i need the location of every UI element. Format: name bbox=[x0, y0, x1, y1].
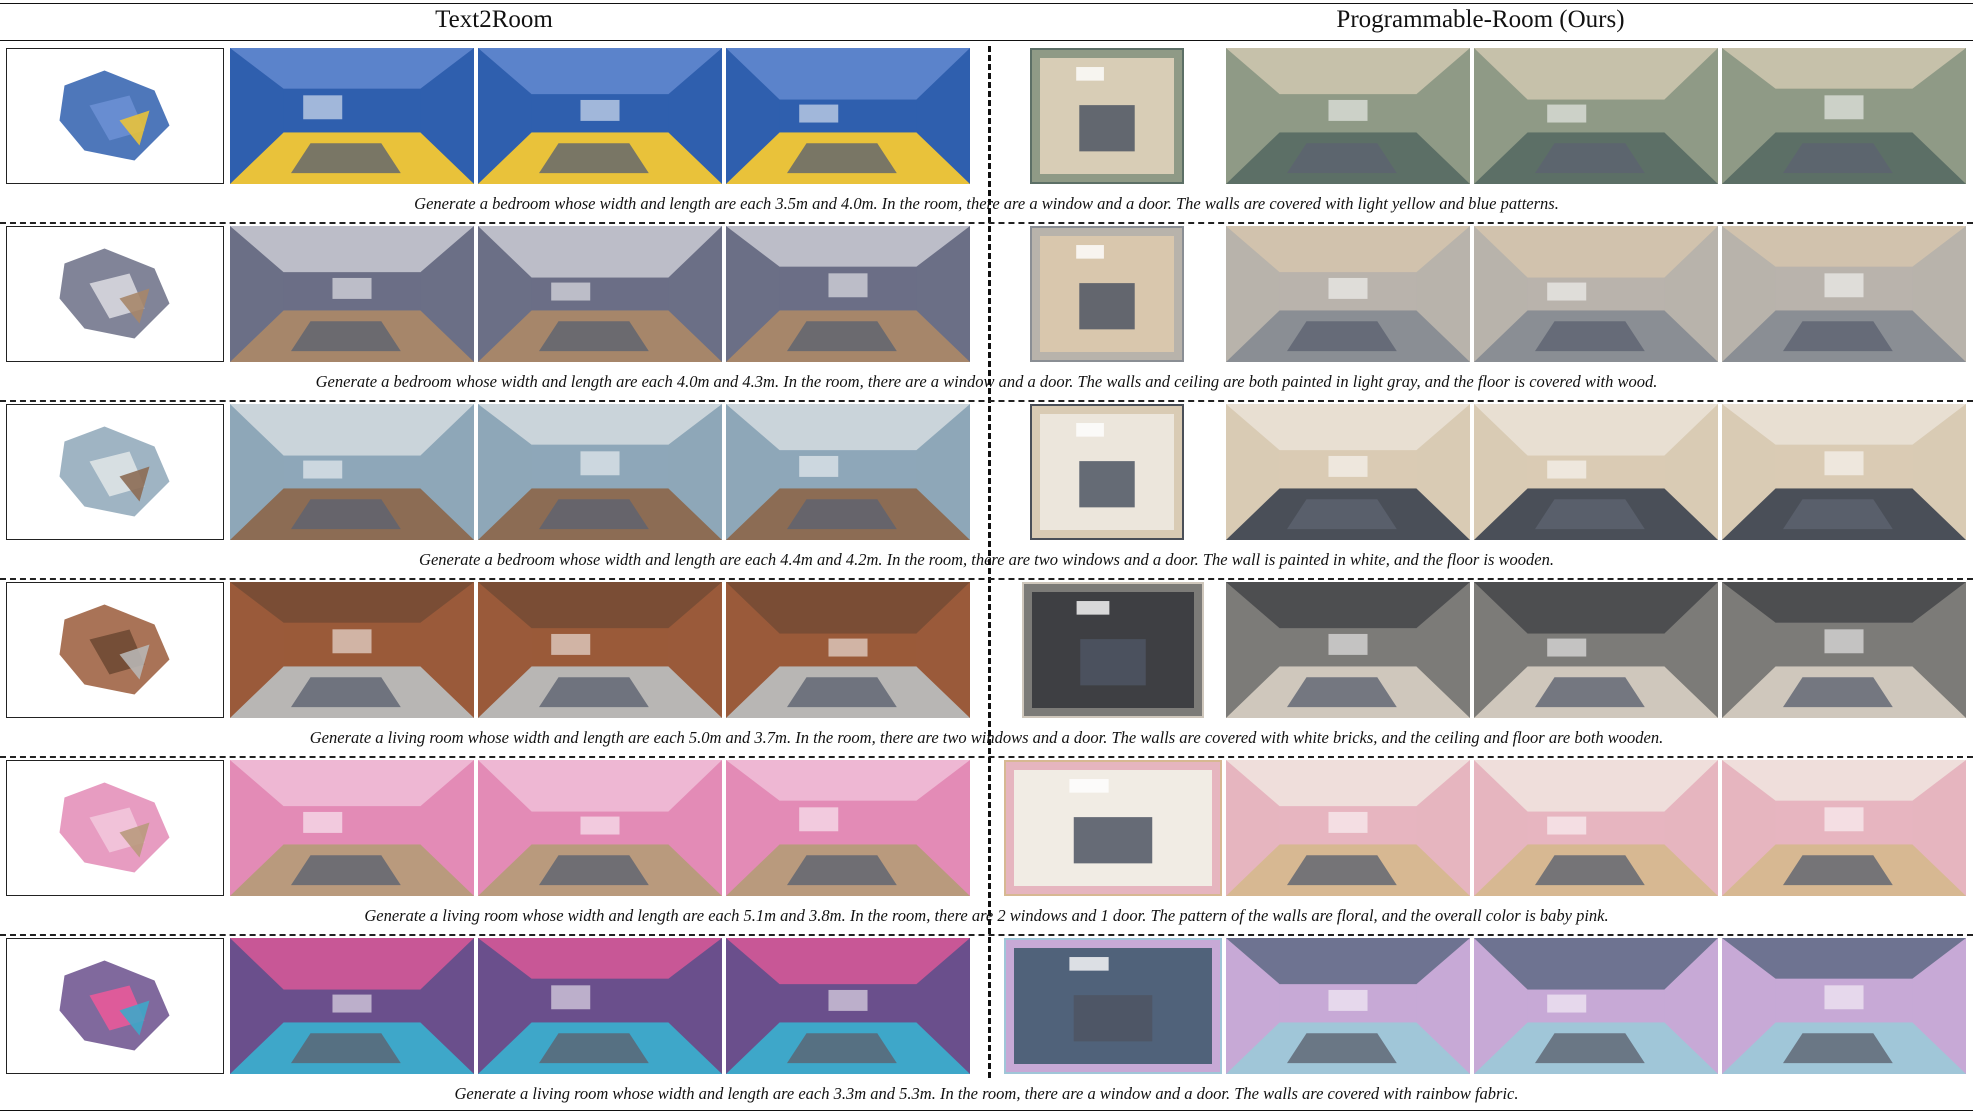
text2room-view-image bbox=[478, 582, 722, 718]
row-caption: Generate a bedroom whose width and lengt… bbox=[414, 194, 1559, 213]
bottom-rule bbox=[0, 1110, 1973, 1111]
programmable-room-view-image bbox=[1474, 582, 1718, 718]
text2room-mesh-image bbox=[6, 760, 224, 896]
programmable-room-view-image bbox=[1722, 938, 1966, 1074]
row-caption: Generate a living room whose width and l… bbox=[309, 728, 1664, 747]
programmable-room-top-view-image bbox=[1030, 48, 1184, 184]
text2room-view-image bbox=[726, 582, 970, 718]
programmable-room-view-image bbox=[1722, 226, 1966, 362]
top-rule bbox=[0, 3, 1973, 4]
programmable-room-view-image bbox=[1226, 760, 1470, 896]
programmable-room-top-view-image bbox=[1030, 226, 1184, 362]
programmable-room-view-image bbox=[1722, 582, 1966, 718]
text2room-view-image bbox=[478, 226, 722, 362]
text2room-view-image bbox=[230, 404, 474, 540]
row-caption: Generate a bedroom whose width and lengt… bbox=[419, 550, 1554, 569]
row-separator bbox=[0, 400, 1973, 402]
programmable-room-top-view-image bbox=[1004, 760, 1222, 896]
text2room-view-image bbox=[230, 48, 474, 184]
text2room-view-image bbox=[726, 760, 970, 896]
column-title-programmable-room: Programmable-Room (Ours) bbox=[1336, 6, 1625, 33]
text2room-mesh-image bbox=[6, 582, 224, 718]
text2room-view-image bbox=[726, 404, 970, 540]
text2room-view-image bbox=[478, 48, 722, 184]
text2room-view-image bbox=[726, 226, 970, 362]
text2room-view-image bbox=[230, 760, 474, 896]
row-separator bbox=[0, 934, 1973, 936]
programmable-room-view-image bbox=[1226, 938, 1470, 1074]
programmable-room-view-image bbox=[1722, 48, 1966, 184]
text2room-mesh-image bbox=[6, 938, 224, 1074]
text2room-view-image bbox=[230, 582, 474, 718]
text2room-view-image bbox=[230, 938, 474, 1074]
text2room-view-image bbox=[478, 760, 722, 896]
row-caption: Generate a bedroom whose width and lengt… bbox=[315, 372, 1658, 391]
header-rule bbox=[0, 40, 1973, 41]
programmable-room-view-image bbox=[1226, 48, 1470, 184]
text2room-mesh-image bbox=[6, 48, 224, 184]
column-title-text2room: Text2Room bbox=[435, 6, 553, 33]
programmable-room-view-image bbox=[1722, 760, 1966, 896]
programmable-room-view-image bbox=[1226, 226, 1470, 362]
row-separator bbox=[0, 578, 1973, 580]
row-caption: Generate a living room whose width and l… bbox=[454, 1084, 1519, 1103]
text2room-mesh-image bbox=[6, 404, 224, 540]
programmable-room-view-image bbox=[1226, 582, 1470, 718]
programmable-room-view-image bbox=[1474, 226, 1718, 362]
text2room-view-image bbox=[478, 404, 722, 540]
programmable-room-view-image bbox=[1722, 404, 1966, 540]
programmable-room-view-image bbox=[1474, 938, 1718, 1074]
row-caption: Generate a living room whose width and l… bbox=[364, 906, 1609, 925]
programmable-room-top-view-image bbox=[1030, 404, 1184, 540]
text2room-view-image bbox=[478, 938, 722, 1074]
text2room-mesh-image bbox=[6, 226, 224, 362]
programmable-room-view-image bbox=[1474, 760, 1718, 896]
programmable-room-view-image bbox=[1226, 404, 1470, 540]
text2room-view-image bbox=[230, 226, 474, 362]
programmable-room-view-image bbox=[1474, 404, 1718, 540]
programmable-room-top-view-image bbox=[1022, 582, 1204, 718]
text2room-view-image bbox=[726, 938, 970, 1074]
programmable-room-view-image bbox=[1474, 48, 1718, 184]
row-separator bbox=[0, 756, 1973, 758]
text2room-view-image bbox=[726, 48, 970, 184]
method-divider bbox=[988, 46, 991, 1078]
programmable-room-top-view-image bbox=[1004, 938, 1222, 1074]
row-separator bbox=[0, 222, 1973, 224]
